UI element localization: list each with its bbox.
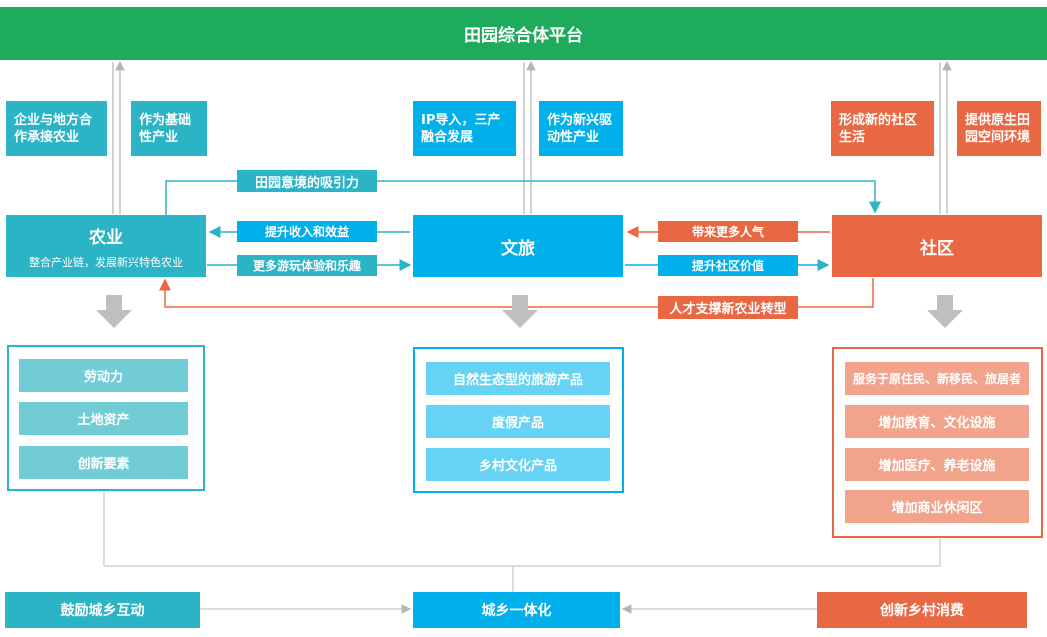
list-item: 度假产品 [426, 405, 610, 438]
note-ip-import: IP导入，三产融合发展 [413, 101, 516, 156]
node-tourism-title: 文旅 [501, 238, 535, 259]
note-rural-space: 提供原生田园空间环境 [957, 101, 1041, 156]
list-item: 增加教育、文化设施 [845, 405, 1029, 438]
list-item: 增加商业休闲区 [845, 490, 1029, 523]
label-popularity: 带来更多人气 [658, 221, 798, 242]
community-list-frame [832, 347, 1043, 538]
platform-title: 田园综合体平台 [464, 26, 583, 46]
note-text: 作为新兴驱动性产业 [547, 112, 613, 145]
down-arrow-tourism [502, 295, 538, 328]
note-new-community: 形成新的社区生活 [831, 101, 934, 156]
bottom-urban-rural-integration: 城乡一体化 [413, 592, 620, 628]
note-text: IP导入，三产融合发展 [421, 112, 501, 145]
bottom-urban-rural-interaction: 鼓励城乡互动 [5, 592, 200, 628]
node-agriculture-subtitle: 整合产业链，发展新兴特色农业 [29, 255, 183, 269]
label-text: 提升社区价值 [691, 259, 764, 273]
label-text: 人才支撑新农业转型 [669, 302, 787, 317]
note-text: 作为基础性产业 [139, 112, 192, 145]
down-arrow-community [927, 295, 963, 328]
label-charm: 田园意境的吸引力 [237, 170, 377, 192]
note-emerging-industry: 作为新兴驱动性产业 [539, 101, 623, 156]
note-text: 企业与地方合作承接农业 [14, 112, 93, 145]
node-community-title: 社区 [920, 238, 954, 259]
node-agriculture: 农业 整合产业链，发展新兴特色农业 [6, 215, 206, 277]
label-experience: 更多游玩体验和乐趣 [237, 255, 377, 276]
list-item: 增加医疗、养老设施 [845, 448, 1029, 481]
list-item: 服务于原住民、新移民、旅居者 [845, 362, 1029, 395]
list-item: 土地资产 [19, 402, 188, 435]
note-text: 提供原生田园空间环境 [965, 112, 1031, 145]
bottom-center-text: 城乡一体化 [481, 603, 552, 619]
label-community-value: 提升社区价值 [658, 255, 798, 276]
label-text: 提升收入和效益 [264, 225, 349, 239]
node-agriculture-title: 农业 [89, 227, 123, 248]
node-tourism: 文旅 [413, 215, 623, 277]
list-item: 劳动力 [19, 359, 188, 392]
bottom-rural-consumption: 创新乡村消费 [817, 592, 1027, 628]
list-item: 自然生态型的旅游产品 [426, 362, 610, 395]
note-basic-industry: 作为基础性产业 [131, 101, 207, 156]
down-arrow-agriculture [96, 295, 132, 328]
charm-line [165, 180, 881, 215]
bottom-left-text: 鼓励城乡互动 [60, 603, 145, 619]
list-item: 创新要素 [19, 446, 188, 479]
list-item: 乡村文化产品 [426, 448, 610, 481]
bottom-right-text: 创新乡村消费 [880, 603, 964, 619]
note-text: 形成新的社区生活 [839, 112, 918, 145]
label-text: 带来更多人气 [691, 225, 764, 239]
label-text: 更多游玩体验和乐趣 [252, 259, 361, 273]
tourism-list-frame [413, 347, 624, 493]
note-enterprise: 企业与地方合作承接农业 [6, 101, 107, 156]
node-community: 社区 [832, 215, 1042, 277]
label-text: 田园意境的吸引力 [254, 175, 359, 191]
label-income: 提升收入和效益 [237, 221, 377, 242]
label-talent: 人才支撑新农业转型 [658, 296, 798, 319]
platform-header: 田园综合体平台 [0, 7, 1047, 60]
agriculture-list-frame [7, 345, 205, 491]
